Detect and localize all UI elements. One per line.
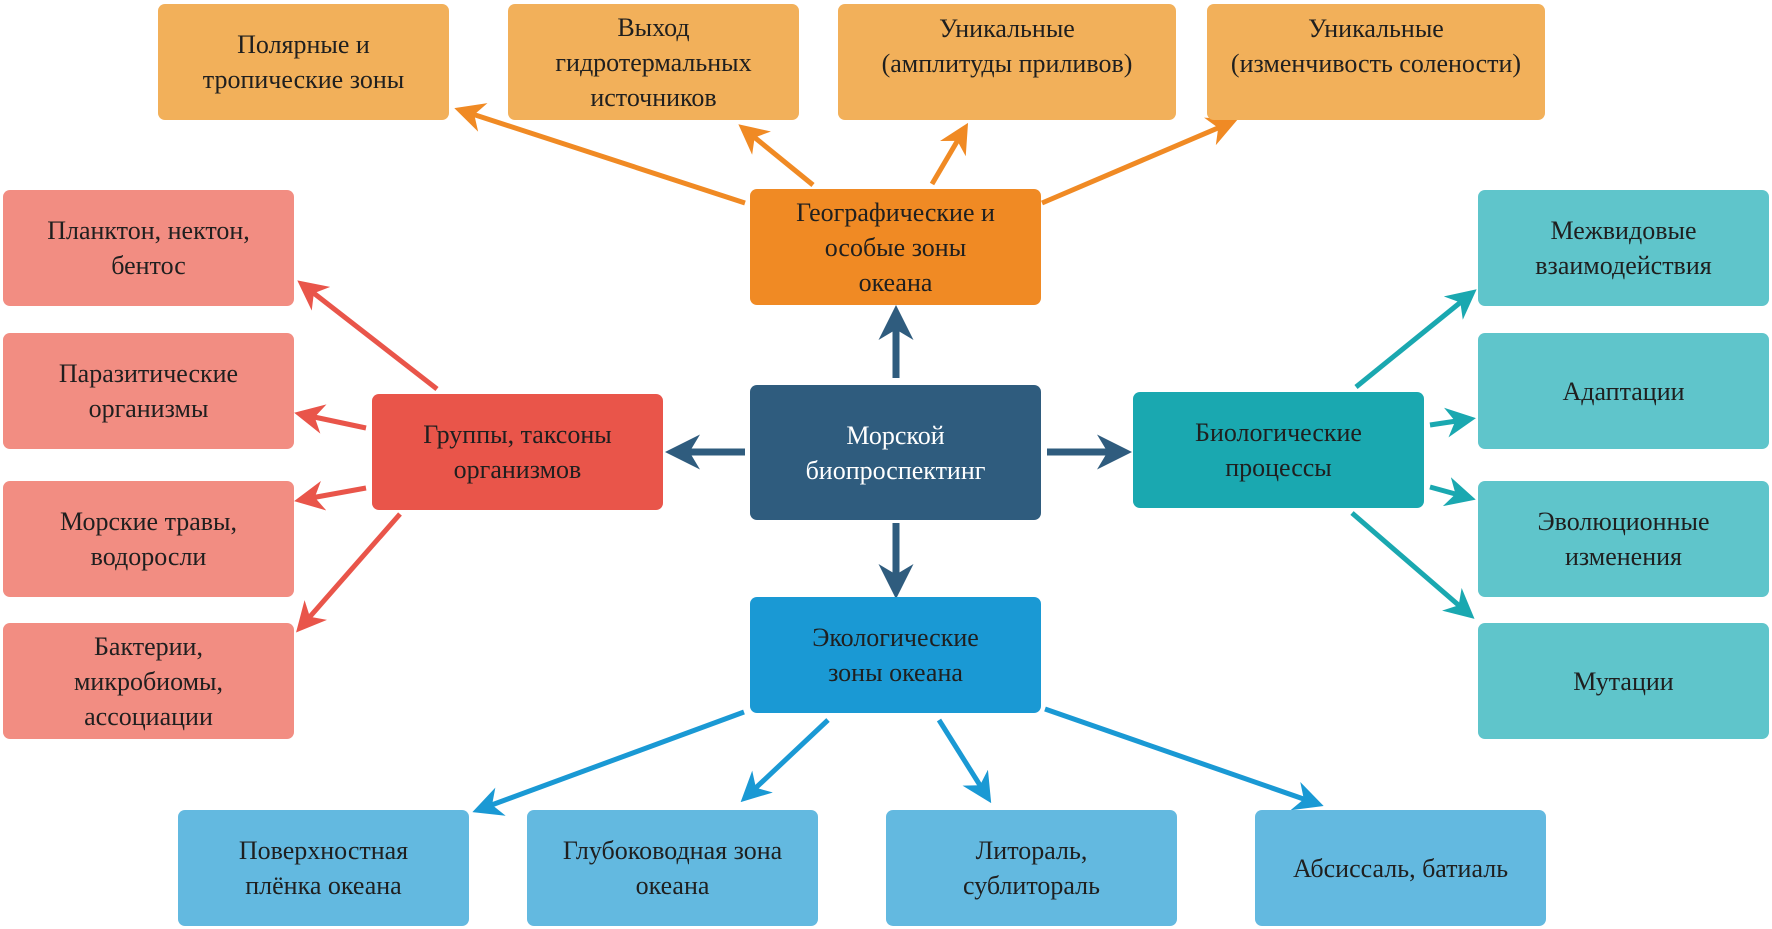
arrow-eco-to-leaf-4: [1044, 706, 1324, 811]
groups-leaf-bacteria: Бактерии, микробиомы, ассоциации: [3, 623, 294, 739]
arrow-geo-to-leaf-4: [1041, 117, 1238, 206]
geographic-node: Географические и особые зоны океана: [750, 189, 1041, 305]
arrow-geo-to-leaf-1: [454, 103, 746, 206]
ecological-leaf-littoral: Литораль, сублитораль: [886, 810, 1177, 926]
center-node: Морской биопроспектинг: [750, 385, 1041, 520]
groups-leaf-plankton: Планктон, нектон, бентос: [3, 190, 294, 306]
arrow-eco-to-leaf-2: [740, 718, 830, 803]
arrow-geo-to-leaf-2: [738, 124, 815, 187]
arrow-groups-to-leaf-4: [296, 512, 402, 633]
arrow-eco-to-leaf-3: [936, 718, 992, 804]
arrow-bio-to-leaf-3: [1429, 477, 1476, 507]
groups-leaf-parasitic: Паразитические организмы: [3, 333, 294, 449]
biological-leaf-mutations: Мутации: [1478, 623, 1769, 739]
groups-leaf-seagrass: Морские травы, водоросли: [3, 481, 294, 597]
arrow-groups-to-leaf-2: [294, 404, 367, 434]
biological-leaf-interspecies: Межвидовые взаимодействия: [1478, 190, 1769, 306]
arrow-bio-to-leaf-2: [1429, 407, 1476, 438]
geographic-leaf-hydrothermal: Выход гидротермальных источников: [508, 4, 799, 120]
ecological-leaf-abyssal: Абсиссаль, батиаль: [1255, 810, 1546, 926]
groups-node: Группы, таксоны организмов: [372, 394, 663, 510]
arrow-groups-to-leaf-3: [294, 480, 367, 511]
ecological-leaf-surface-film: Поверхностная плёнка океана: [178, 810, 469, 926]
arrow-bio-to-leaf-1: [1354, 289, 1477, 389]
biological-leaf-adaptations: Адаптации: [1478, 333, 1769, 449]
biological-node: Биологические процессы: [1133, 392, 1424, 508]
biological-leaf-evolution: Эволюционные изменения: [1478, 481, 1769, 597]
geographic-leaf-polar-tropical: Полярные и тропические зоны: [158, 4, 449, 120]
geographic-leaf-tides: Уникальные (амплитуды приливов): [838, 4, 1176, 120]
arrow-bio-to-leaf-4: [1350, 511, 1475, 619]
geographic-leaf-salinity: Уникальные (изменчивость солености): [1207, 4, 1545, 120]
ecological-leaf-deep-water: Глубоководная зона океана: [527, 810, 818, 926]
arrow-groups-to-leaf-1: [297, 280, 439, 391]
ecological-node: Экологические зоны океана: [750, 597, 1041, 713]
arrow-eco-to-leaf-1: [472, 709, 745, 816]
arrow-geo-to-leaf-3: [929, 122, 969, 186]
